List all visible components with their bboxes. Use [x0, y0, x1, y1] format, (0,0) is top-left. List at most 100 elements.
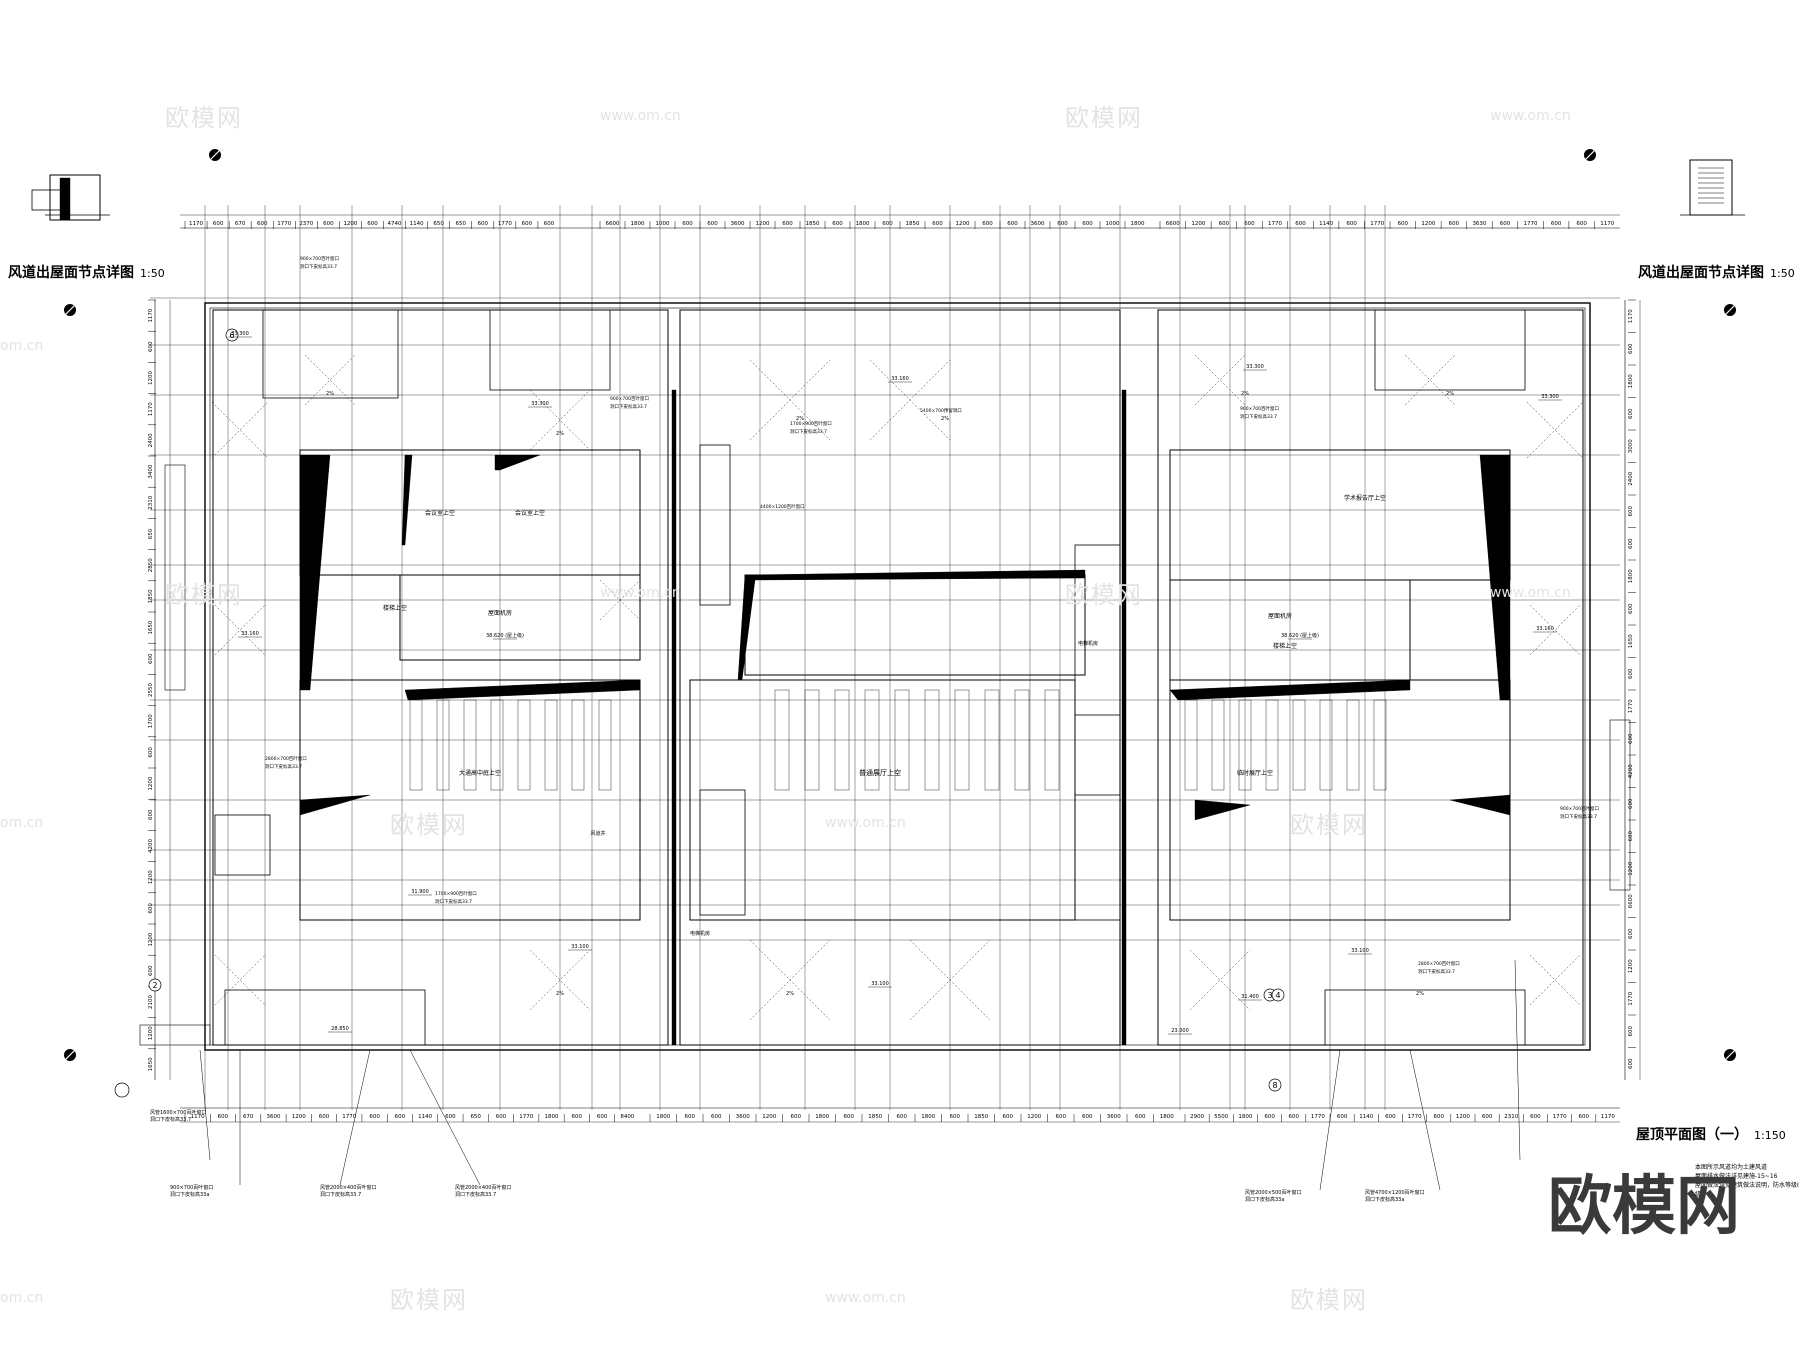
dimension-label: 600	[982, 221, 993, 227]
dimension-label: 1200	[292, 1114, 306, 1120]
skylight-strip	[1265, 699, 1279, 791]
side-terrace-left	[164, 464, 186, 691]
opening-label: 900×700百叶窗口	[610, 395, 649, 402]
drain-slope	[749, 359, 831, 441]
slope-label: 2%	[786, 991, 794, 997]
room-label: 学术报告厅上空	[1344, 494, 1386, 502]
shaft-center	[699, 444, 731, 606]
dimension-label: 600	[323, 221, 334, 227]
duct-room-right	[1374, 309, 1526, 391]
opening-label: 洞口下皮标高33.7	[435, 898, 472, 905]
callout-line: 洞口下皮标高33a	[170, 1192, 210, 1198]
watermark-logo: 欧模网	[1290, 811, 1368, 839]
dimension-label: 1650	[148, 620, 154, 634]
dimension-label: 670	[243, 1114, 254, 1120]
dimension-label: 1800	[815, 1114, 829, 1120]
dimension-label: 1770	[1628, 991, 1634, 1005]
slope-label: 2%	[1446, 391, 1454, 397]
dimension-label: 1770	[277, 221, 291, 227]
skylight-strip	[1238, 699, 1252, 791]
room-label: 临时展厅上空	[1237, 769, 1273, 777]
compass-slash	[64, 304, 76, 316]
room-label: 风道井	[590, 830, 605, 837]
dimension-label: 600	[597, 1114, 608, 1120]
skylight-strip	[774, 689, 790, 791]
dimension-label: 600	[832, 221, 843, 227]
detail-left-frame	[49, 174, 101, 221]
dimension-label: 1800	[631, 221, 645, 227]
skylight-strip	[894, 689, 910, 791]
room-upper-left	[299, 449, 641, 576]
opening-label: 洞口下皮标高33.7	[1240, 413, 1277, 420]
drain-slope	[1526, 401, 1584, 459]
dimension-label: 1170	[148, 402, 154, 416]
dimension-label: 600	[1289, 1114, 1300, 1120]
wall-wedge	[1479, 454, 1511, 701]
watermark-logo: 欧模网	[1065, 581, 1143, 609]
skylight-strip	[924, 689, 940, 791]
dimension-label: 6600	[606, 221, 620, 227]
axis-bubble	[148, 978, 162, 992]
dimension-label: 600	[844, 1114, 855, 1120]
axis-bubble-label: 8	[1272, 1081, 1277, 1090]
leader-line	[1319, 1049, 1341, 1191]
skylight-strip	[1044, 689, 1060, 791]
elevation-label: 33.300	[1246, 364, 1264, 370]
dimension-label: 1140	[1359, 1114, 1373, 1120]
dimension-label: 1800	[545, 1114, 559, 1120]
dimension-label: 600	[1576, 221, 1587, 227]
dimension-label: 1200	[1628, 861, 1634, 875]
dimension-label: 600	[791, 1114, 802, 1120]
opening-label: 洞口下皮标高33.7	[300, 263, 337, 270]
elevation-label: 33.300	[531, 401, 549, 407]
dimension-label: 1800	[1628, 374, 1634, 388]
dimension-label: 600	[782, 221, 793, 227]
dimension-label: 600	[1082, 1114, 1093, 1120]
elevation-label: 33.300	[1541, 394, 1559, 400]
bottom-rooms-left	[224, 989, 426, 1046]
dimension-label: 600	[1346, 221, 1357, 227]
dimension-label: 1200	[1191, 221, 1205, 227]
dimension-label: 3600	[736, 1114, 750, 1120]
dimension-label: 2550	[148, 683, 154, 697]
dimension-label: 1800	[921, 1114, 935, 1120]
dimension-label: 600	[522, 221, 533, 227]
duct-room-left-2	[489, 309, 611, 391]
dimension-label: 2400	[148, 433, 154, 447]
opening-label: 洞口下皮标高33.7	[610, 403, 647, 410]
dimension-label: 1800	[1160, 1114, 1174, 1120]
elevation-label: 33.160	[241, 631, 259, 637]
dimension-label: 600	[496, 1114, 507, 1120]
skylight-strip	[984, 689, 1000, 791]
callout-line: 洞口下皮标高33a	[1245, 1197, 1285, 1203]
dimension-label: 600	[1628, 603, 1634, 614]
stair-center-top	[1074, 544, 1121, 716]
dimension-label: 600	[1135, 1114, 1146, 1120]
dimension-label: 2850	[148, 558, 154, 572]
callout-line: 洞口下皮标高33a	[1365, 1197, 1405, 1203]
opening-label: 2800×700百叶窗口	[265, 755, 307, 762]
skylight-strip	[1292, 699, 1306, 791]
dimension-label: 1170	[189, 221, 203, 227]
dimension-label: 600	[711, 1114, 722, 1120]
dimension-label: 1770	[1408, 1114, 1422, 1120]
dimension-label: 600	[1003, 1114, 1014, 1120]
dimension-label: 600	[1628, 668, 1634, 679]
watermark-url: www.om.cn	[600, 585, 681, 601]
watermark-logo: 欧模网	[165, 581, 243, 609]
separator-wall	[1121, 389, 1127, 1046]
room-label: 屋面机房	[488, 609, 512, 617]
dimension-label: 600	[1398, 221, 1409, 227]
watermark-url: www.om.cn	[825, 815, 906, 831]
leader-line	[1514, 959, 1521, 1161]
leader-line	[199, 1049, 211, 1161]
elevation-label: 33.300	[231, 331, 249, 337]
dimension-label: 600	[1579, 1114, 1590, 1120]
dimension-label: 4740	[388, 221, 402, 227]
detail-left-wall	[59, 177, 71, 221]
callout-block: 风管2000×400百叶窗口 洞口下皮标高33.7	[455, 1185, 511, 1199]
dimension-label: 3600	[1107, 1114, 1121, 1120]
watermark-logo: 欧模网	[390, 811, 468, 839]
opening-label: 4400×1200百叶窗口	[760, 503, 805, 510]
